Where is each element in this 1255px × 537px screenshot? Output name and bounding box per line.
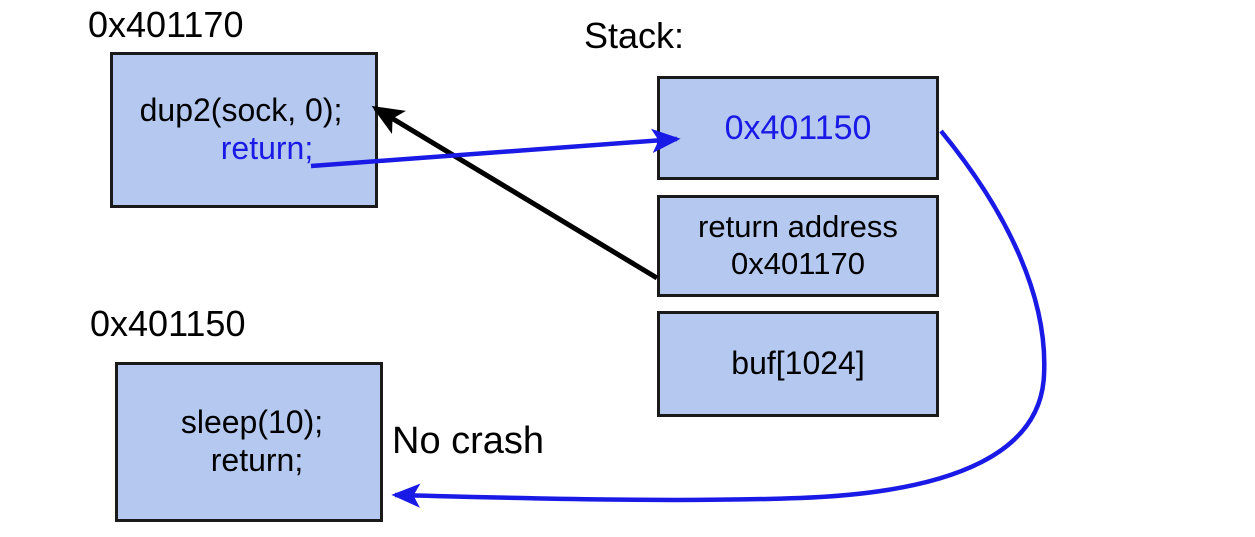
stack-cell-overwritten-slot: 0x401150 <box>657 76 939 180</box>
address-label-0x401170: 0x401170 <box>88 4 244 45</box>
stack-cell-buffer-label: buf[1024] <box>731 345 865 382</box>
stack-heading: Stack: <box>584 15 685 56</box>
code-box-dup2: dup2(sock, 0); return; <box>110 52 378 208</box>
stack-cell-return-address-title: return address <box>698 209 898 245</box>
arrow-return-address-to-dup2 <box>371 105 659 281</box>
stack-cell-return-address-value: 0x401170 <box>731 246 865 281</box>
code-line-sleep-return: return; <box>210 442 304 478</box>
stack-cell-buffer: buf[1024] <box>657 311 939 417</box>
code-box-sleep: sleep(10); return; <box>115 362 383 522</box>
code-line-dup2-call: dup2(sock, 0); <box>139 92 343 129</box>
stack-cell-overwritten-slot-value: 0x401150 <box>724 108 872 147</box>
code-line-sleep-call: sleep(10); <box>180 404 324 441</box>
stack-cell-return-address: return address 0x401170 <box>657 195 939 297</box>
no-crash-annotation: No crash <box>392 420 545 462</box>
address-label-0x401150: 0x401150 <box>90 303 246 344</box>
code-line-dup2-return: return; <box>220 130 314 166</box>
